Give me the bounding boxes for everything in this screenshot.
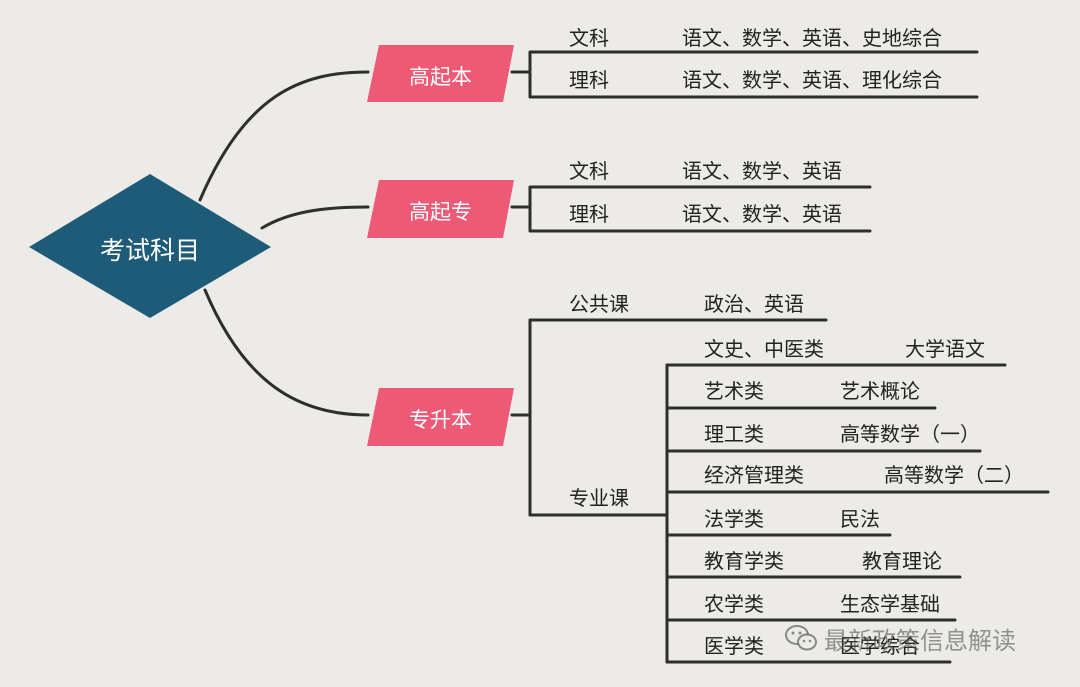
gqb-row-1-subjects: 语文、数学、英语、史地综合 <box>682 26 942 50</box>
gqb-label: 高起本 <box>409 65 472 89</box>
major-row-6-subject: 教育理论 <box>862 549 942 573</box>
gqz-row-2-subjects: 语文、数学、英语 <box>682 202 842 226</box>
major-row-4-category: 经济管理类 <box>704 463 804 487</box>
watermark-text: 最新政策信息解读 <box>824 626 1016 655</box>
zsb-shape <box>367 388 514 446</box>
connector-root-gqz <box>260 205 370 230</box>
major-row-8-category: 医学类 <box>704 634 764 658</box>
major-row-1-subject: 大学语文 <box>905 337 985 361</box>
major-row-5-subject: 民法 <box>840 507 880 531</box>
major-row-3-subject: 高等数学（一） <box>840 422 980 446</box>
root-diamond <box>29 174 271 318</box>
gqz-row-2-category: 理科 <box>569 202 609 226</box>
gqb-row-2-category: 理科 <box>569 68 609 92</box>
major-row-2-category: 艺术类 <box>704 379 764 403</box>
public-course-label: 公共课 <box>569 292 629 316</box>
major-row-3-category: 理工类 <box>704 422 764 446</box>
gqb-row-2-subjects: 语文、数学、英语、理化综合 <box>682 68 942 92</box>
connector-root-zsb <box>203 288 370 417</box>
root-label: 考试科目 <box>100 236 201 265</box>
major-row-7-subject: 生态学基础 <box>840 592 940 616</box>
connector-zsb-trunk <box>510 318 828 517</box>
gqz-label: 高起专 <box>409 200 472 224</box>
connector-gqz-trunk <box>510 185 872 233</box>
gqz-row-1-category: 文科 <box>569 159 609 183</box>
gqb-shape <box>367 45 514 102</box>
major-row-8-subject: 医学综合 <box>840 634 920 658</box>
public-course-subjects: 政治、英语 <box>704 292 804 316</box>
major-row-6-category: 教育学类 <box>704 549 784 573</box>
major-course-label: 专业课 <box>569 486 629 510</box>
major-row-5-category: 法学类 <box>704 507 764 531</box>
gqz-shape <box>367 180 514 238</box>
major-row-1-category: 文史、中医类 <box>704 337 824 361</box>
connector-root-gqb <box>198 70 370 202</box>
zsb-label: 专升本 <box>409 408 472 432</box>
gqb-row-1-category: 文科 <box>569 26 609 50</box>
major-row-4-subject: 高等数学（二） <box>884 463 1024 487</box>
major-row-2-subject: 艺术概论 <box>840 379 920 403</box>
major-row-7-category: 农学类 <box>704 592 764 616</box>
connector-gqb-trunk <box>510 50 979 99</box>
watermark: 最新政策信息解读 <box>784 620 1016 656</box>
wechat-icon <box>785 625 817 651</box>
gqz-row-1-subjects: 语文、数学、英语 <box>682 159 842 183</box>
